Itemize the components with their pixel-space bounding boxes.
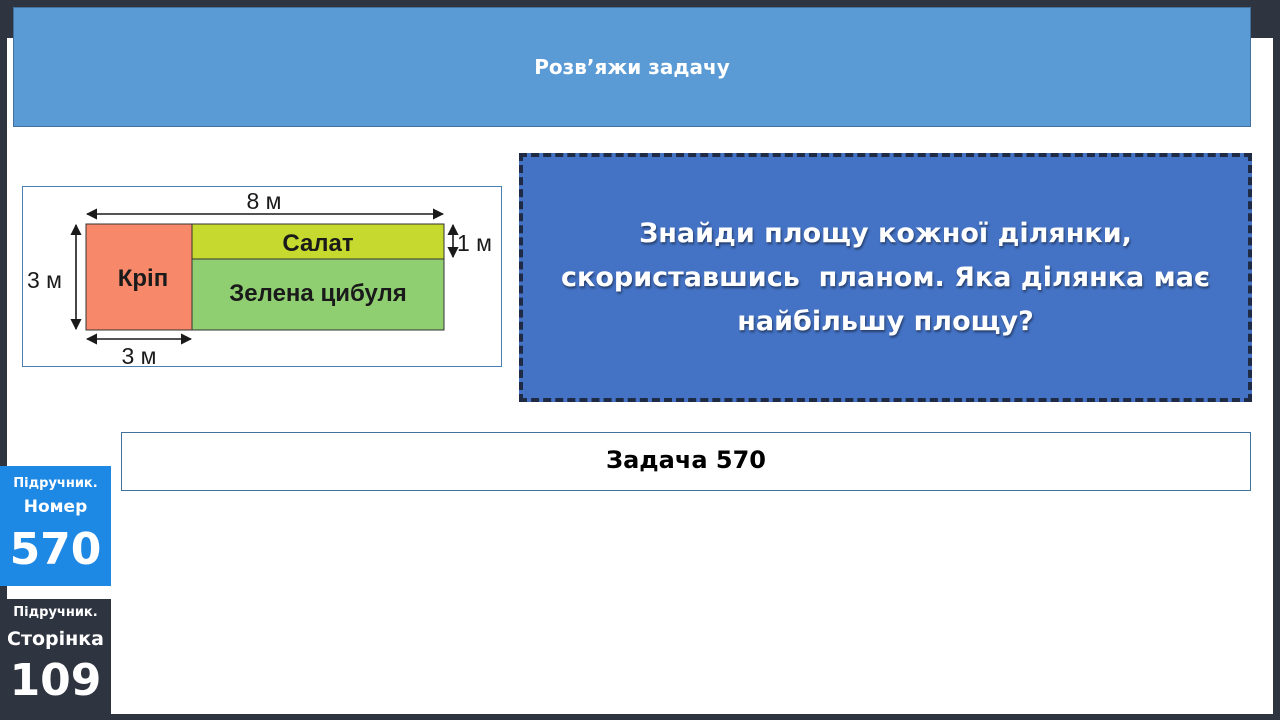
task-line-2: скориставшись планом. Яка ділянка має <box>561 261 1210 293</box>
task-line-1: Знайди площу кожної ділянки, <box>639 217 1132 249</box>
task-number-box: Задача 570 <box>121 432 1251 491</box>
title-banner: Розв’яжи задачу <box>13 7 1251 127</box>
textbook-page-badge: Підручник. Сторінка 109 <box>0 599 111 720</box>
page-title: Розв’яжи задачу <box>534 55 730 79</box>
badge-page-caption: Підручник. <box>13 605 98 620</box>
top-dimension-label: 8 м <box>247 188 282 214</box>
onion-plot <box>191 258 445 331</box>
task-statement-box: Знайди площу кожної ділянки, скориставши… <box>519 153 1252 402</box>
garden-plan-diagram: 8 м 3 м Кріп Салат Зелена цибуля 1 м 3 м <box>22 186 502 368</box>
task-statement: Знайди площу кожної ділянки, скориставши… <box>561 212 1210 344</box>
badge-page-title: Сторінка <box>7 628 104 650</box>
lettuce-label: Салат <box>282 230 354 257</box>
garden-plan-svg: 8 м 3 м Кріп Салат Зелена цибуля 1 м 3 м <box>27 188 492 368</box>
badge-page-value: 109 <box>9 655 102 706</box>
task-number-label: Задача 570 <box>606 445 766 474</box>
badge-number-value: 570 <box>9 524 102 575</box>
left-dimension-label: 3 м <box>27 267 62 293</box>
badge-number-caption: Підручник. <box>13 476 98 491</box>
dill-plot <box>85 223 193 331</box>
task-line-3: найбільшу площу? <box>737 305 1034 337</box>
right-dimension-label: 1 м <box>457 230 492 256</box>
bottom-dimension-label: 3 м <box>122 343 157 368</box>
textbook-number-badge: Підручник. Номер 570 <box>0 466 111 586</box>
badge-number-title: Номер <box>23 497 88 517</box>
dill-label: Кріп <box>118 265 168 292</box>
onion-label: Зелена цибуля <box>229 280 406 307</box>
